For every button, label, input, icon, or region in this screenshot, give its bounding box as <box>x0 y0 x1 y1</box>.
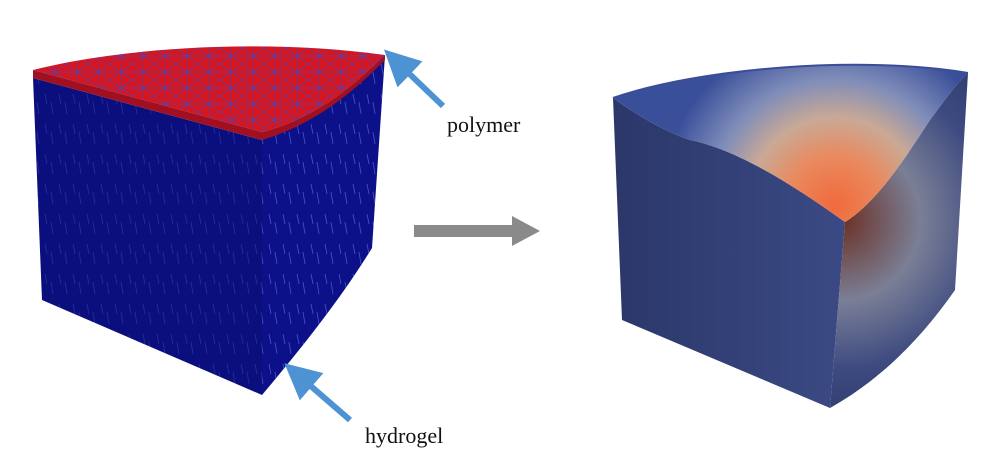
hydrogel-label: hydrogel <box>365 423 444 448</box>
process-arrow-icon <box>414 216 540 246</box>
undeformed-model <box>33 46 385 395</box>
polymer-label: polymer <box>447 112 521 137</box>
deformed-right-face <box>830 73 968 408</box>
deformed-left-face <box>613 98 845 408</box>
hydrogel-pointer-arrow-icon <box>284 363 352 423</box>
deformed-top-surface <box>613 64 968 222</box>
deformed-model <box>612 63 969 408</box>
polymer-pointer-arrow-icon <box>383 49 446 109</box>
